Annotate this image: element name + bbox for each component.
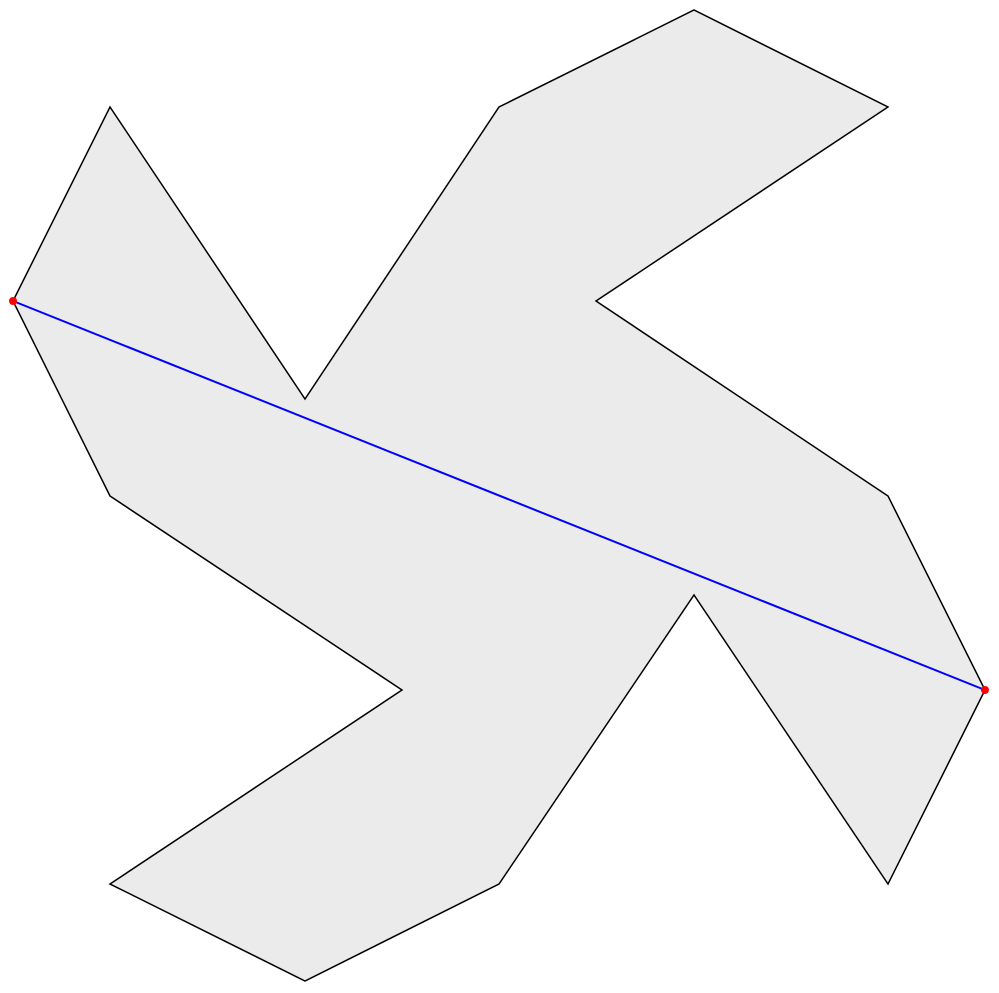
- segment-endpoint-right: [981, 686, 989, 694]
- diagonal-segment: [12, 300, 986, 691]
- segment-endpoint-left: [9, 297, 17, 305]
